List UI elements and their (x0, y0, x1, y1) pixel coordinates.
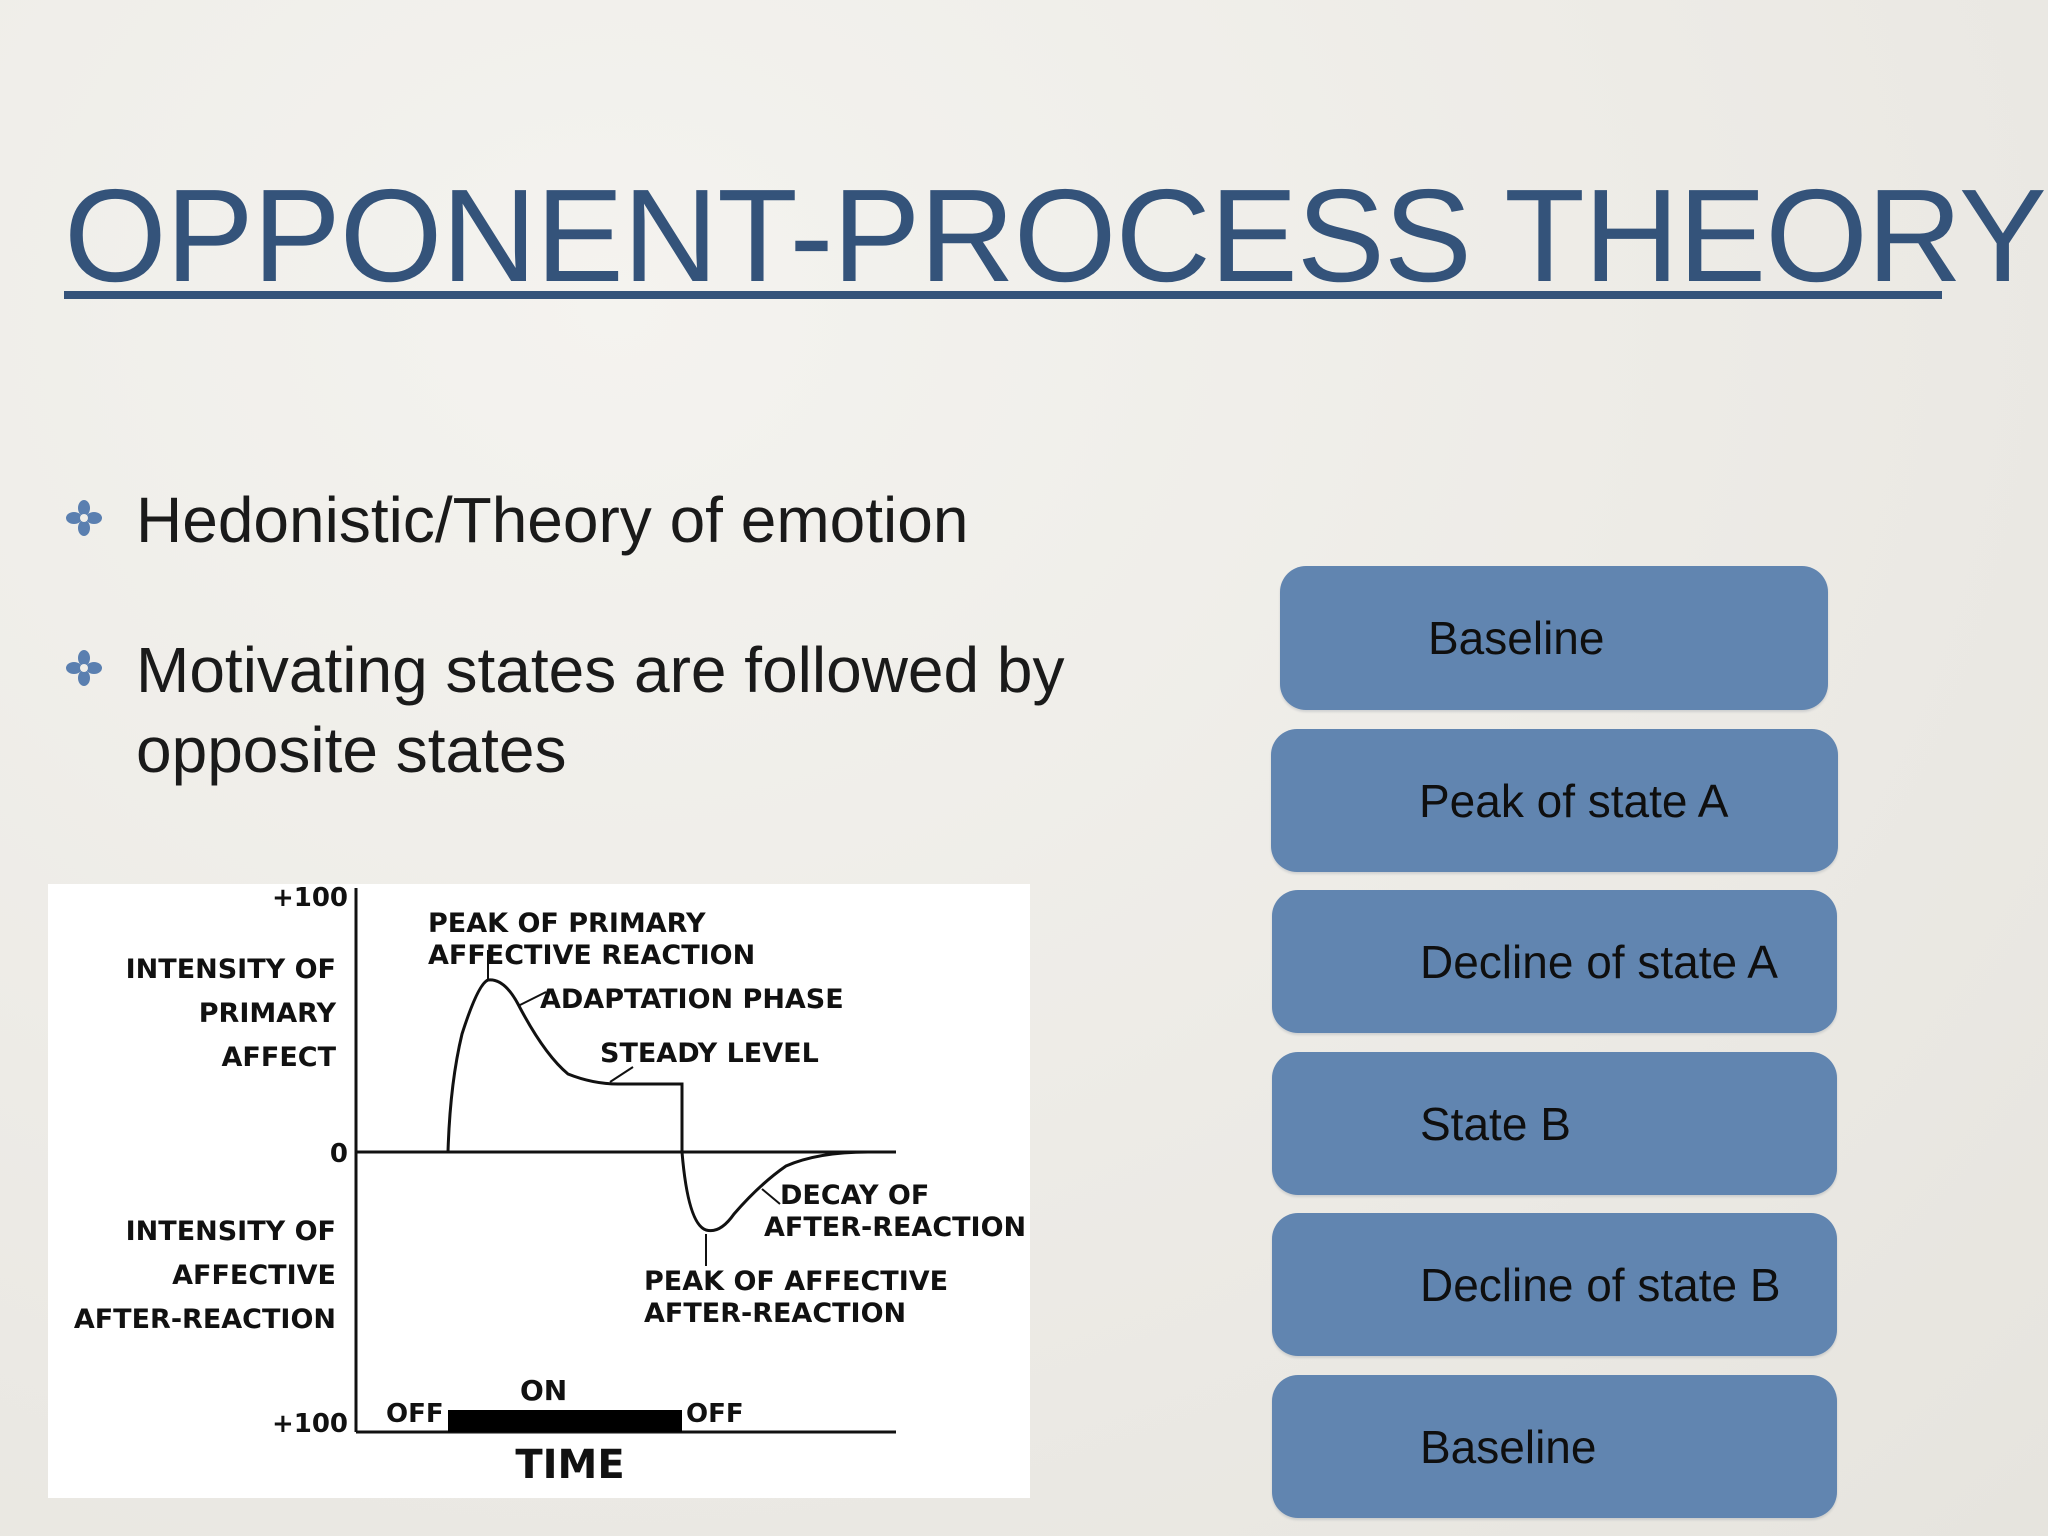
step-label: Baseline (1420, 1420, 1597, 1473)
step-label: Baseline (1428, 612, 1605, 664)
flower-bullet-icon (66, 500, 102, 536)
peak-primary-line2: AFFECTIVE REACTION (428, 940, 755, 971)
step-peak-state-a: Peak of state A (1271, 729, 1838, 872)
decay-pointer (761, 1188, 781, 1205)
decay-line1: DECAY OF (780, 1180, 929, 1211)
peak-after-line1: PEAK OF AFFECTIVE (644, 1266, 948, 1297)
peak-primary-line1: PEAK OF PRIMARY (428, 908, 706, 939)
step-label: State B (1420, 1097, 1571, 1150)
steady-label: STEADY LEVEL (600, 1038, 819, 1069)
bullet-text: Motivating states are followed by opposi… (136, 634, 1065, 786)
decay-line2: AFTER-REACTION (764, 1212, 1026, 1243)
off-label-1: OFF (386, 1399, 444, 1429)
title-underline (64, 291, 1942, 299)
bullet-list: Hedonistic/Theory of emotion Motivating … (64, 480, 1064, 860)
adaptation-pointer (517, 991, 547, 1007)
diagram-svg: +100 0 +100 INTENSITY OF PRIMARY AFFECT … (74, 884, 1026, 1488)
step-label: Peak of state A (1419, 774, 1729, 827)
peak-after-line2: AFTER-REACTION (644, 1298, 906, 1329)
y-tick-zero: 0 (330, 1139, 348, 1169)
bullet-text: Hedonistic/Theory of emotion (136, 484, 969, 556)
step-baseline-end: Baseline (1272, 1375, 1837, 1518)
bullet-item: Motivating states are followed by opposi… (64, 630, 1096, 790)
label-after-line2: AFFECTIVE (172, 1260, 336, 1291)
y-tick-top: +100 (272, 884, 348, 913)
y-tick-bottom: +100 (272, 1409, 348, 1439)
step-label: Decline of state A (1420, 935, 1778, 988)
off-label-2: OFF (686, 1399, 744, 1429)
label-after-line3: AFTER-REACTION (74, 1304, 336, 1335)
label-after-line1: INTENSITY OF (126, 1216, 336, 1247)
label-primary-line2: PRIMARY (199, 998, 337, 1029)
adaptation-label: ADAPTATION PHASE (540, 984, 844, 1015)
slide-title: OPPONENT-PROCESS THEORY (64, 162, 2047, 309)
opponent-process-diagram: +100 0 +100 INTENSITY OF PRIMARY AFFECT … (48, 884, 1030, 1498)
label-primary-line3: AFFECT (222, 1042, 337, 1073)
label-primary-line1: INTENSITY OF (126, 954, 336, 985)
on-label: ON (520, 1374, 567, 1407)
step-decline-state-a: Decline of state A (1272, 890, 1837, 1033)
bullet-item: Hedonistic/Theory of emotion (64, 480, 1064, 560)
time-label: TIME (515, 1442, 624, 1488)
step-decline-state-b: Decline of state B (1272, 1213, 1837, 1356)
step-state-b: State B (1272, 1052, 1837, 1195)
flower-bullet-icon (66, 650, 102, 686)
steady-pointer (609, 1066, 634, 1083)
stimulus-bar (448, 1410, 682, 1432)
affect-curve (356, 978, 869, 1233)
step-label: Decline of state B (1420, 1258, 1781, 1311)
step-baseline-start: Baseline (1280, 566, 1828, 710)
